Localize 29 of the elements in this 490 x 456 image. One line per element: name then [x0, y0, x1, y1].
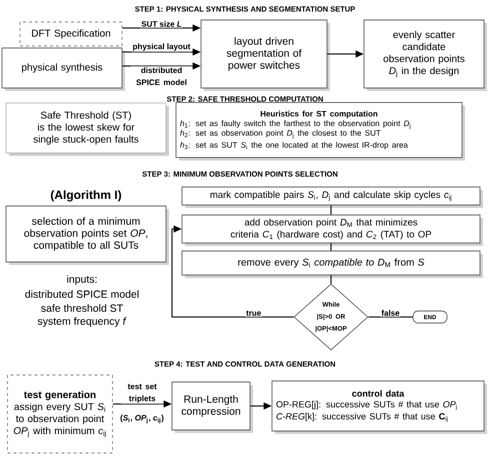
connector-line: [330, 242, 332, 252]
edge-label: true: [245, 310, 262, 317]
input-text: system frequency f: [38, 317, 127, 327]
process-box: add observation point D$_{M}$ that minimizes criteria C$_{1}$ (hardware cost) and C$_{2}$ (TAT) to OP: [182, 214, 483, 246]
process-box: control data OP-REG[j]: successive SUTs # that use OP$_{j}$ C-REG[k]: successive SUTs # that use C$_{ij}$: [272, 380, 487, 434]
note-box: Safe Threshold (ST) is the lowest skew for single stuck-open faults: [6, 102, 169, 156]
connector-line: [330, 274, 332, 284]
process-box: Heuristics for ST computation h$_{1}$: set as faulty switch the farthest to the observation point D$_{j}$ h$_{2}$: set as observation point D$_{j}$ the closest to the SUT h$_{3}$: set as SUT S$_{i}$ the one located at the lowest IR-drop area: [176, 102, 465, 160]
process-box: remove every S$_{i}$ compatible to D$_{M}$ from S: [182, 250, 483, 278]
process-box: Run-Length compression: [172, 382, 253, 433]
process-box: mark compatible pairs S$_{i}$, D$_{j}$ and calculate skip cycles c$_{ij}$: [182, 186, 483, 208]
edge-label: test set triplets: [121, 382, 164, 404]
edge-label: distributed SPICE model: [130, 66, 192, 86]
edge-label: physical layout: [132, 42, 192, 52]
connector-line: [368, 316, 414, 318]
input-text: safe threshold ST: [41, 304, 123, 312]
edge-label: SUT size L: [140, 20, 183, 28]
process-box: evenly scatter candidate observation points D$_{j}$ in the design: [364, 20, 487, 91]
dashed-box: test generation assign every SUT S$_{i}$ to observation point OP$_{j}$ with minimum c$_{ij}$: [7, 374, 113, 454]
process-box: (Algorithm I) selection of a minimum observation points set OP, compatible to all SUTs: [6, 190, 169, 265]
process-box: layout driven segmentation of power switches: [200, 20, 330, 91]
connector-line: [330, 204, 332, 216]
node-label: (Algorithm I): [50, 190, 122, 202]
arrow: [172, 225, 294, 318]
dashed-box: DFT Specification: [20, 22, 122, 46]
input-text: distributed SPICE model: [25, 290, 138, 298]
input-text: inputs:: [67, 275, 96, 285]
edge-label: false: [380, 308, 401, 317]
triplet-label: (S$_{i}$, OP$_{j}$, c$_{ij}$): [120, 414, 164, 424]
